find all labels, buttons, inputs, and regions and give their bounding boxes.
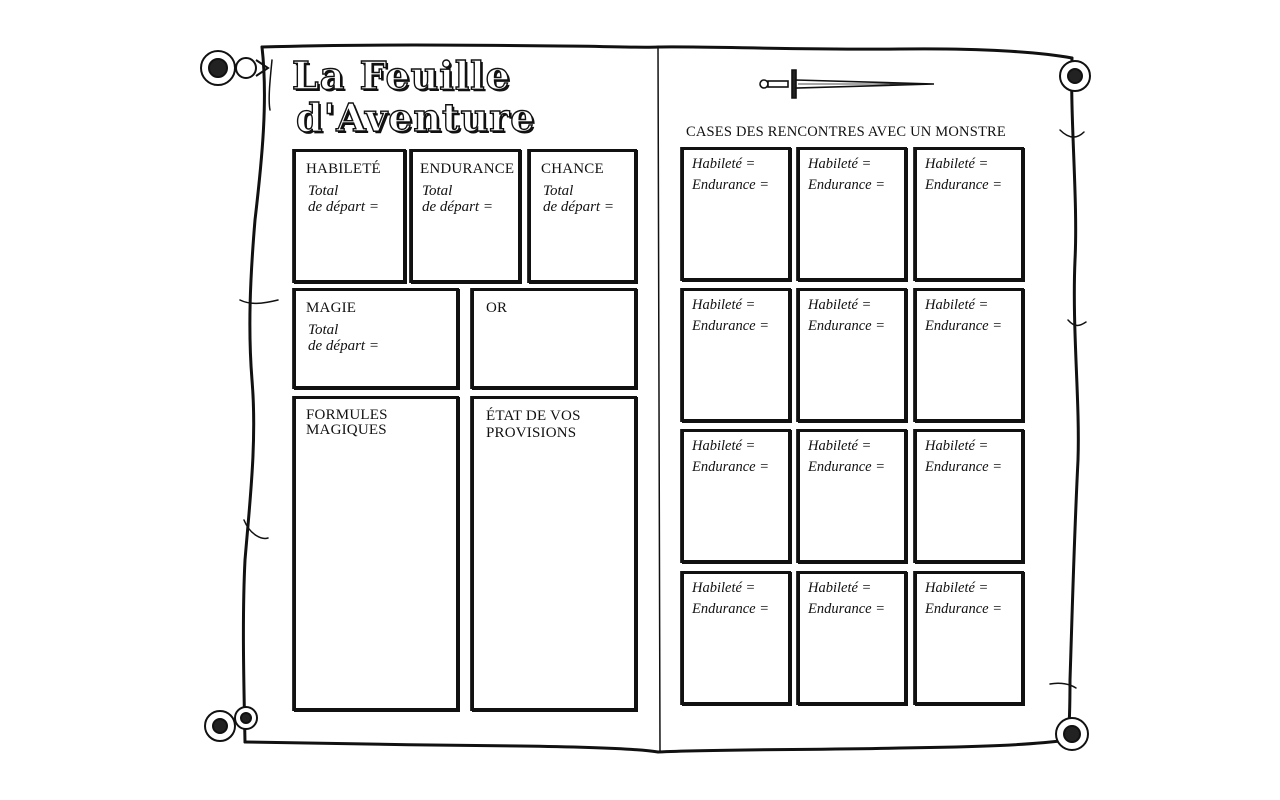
monster-endurance-field: Endurance = [808,601,886,617]
monster-endurance-field: Endurance = [692,177,770,193]
total-start-label: Total de départ = [308,183,379,215]
chance-label: CHANCE [541,161,604,177]
monster-stats-label: Habileté = Endurance = [808,578,885,620]
knot-ornament-icon [200,50,270,86]
monster-stats-label: Habileté = Endurance = [808,154,885,196]
monster-encounter-box[interactable]: Habileté = Endurance = [797,429,907,563]
total-start-label: Total de départ = [308,322,379,354]
monster-endurance-field: Endurance = [925,177,1003,193]
monster-endurance-field: Endurance = [808,318,886,334]
monster-stats-label: Habileté = Endurance = [925,436,1002,478]
monster-stats-label: Habileté = Endurance = [925,578,1002,620]
monster-endurance-field: Endurance = [692,601,770,617]
monster-endurance-field: Endurance = [808,177,886,193]
monster-habilete-field: Habileté = [692,156,756,172]
monster-habilete-field: Habileté = [925,297,989,313]
monster-encounter-box[interactable]: Habileté = Endurance = [681,288,791,422]
monster-encounter-box[interactable]: Habileté = Endurance = [681,429,791,563]
monster-habilete-field: Habileté = [808,156,872,172]
magie-box[interactable]: MAGIE Total de départ = [293,288,459,389]
monster-stats-label: Habileté = Endurance = [925,295,1002,337]
monster-encounter-box[interactable]: Habileté = Endurance = [797,571,907,705]
habilete-box[interactable]: HABILETÉ Total de départ = [293,149,406,283]
knot-ornament-icon [1059,60,1091,92]
or-label: OR [486,300,508,316]
magie-label: MAGIE [306,300,357,316]
monster-encounter-box[interactable]: Habileté = Endurance = [914,429,1024,563]
monster-endurance-field: Endurance = [925,601,1003,617]
monster-stats-label: Habileté = Endurance = [925,154,1002,196]
monster-habilete-field: Habileté = [692,438,756,454]
monster-stats-label: Habileté = Endurance = [692,154,769,196]
monster-stats-label: Habileté = Endurance = [692,578,769,620]
monster-habilete-field: Habileté = [808,438,872,454]
endurance-box[interactable]: ENDURANCE Total de départ = [410,149,521,283]
monster-encounter-heading: CASES DES RENCONTRES AVEC UN MONSTRE [686,124,1006,140]
page-title-line2: d'Aventure [295,95,536,140]
monster-stats-label: Habileté = Endurance = [692,295,769,337]
monster-encounter-box[interactable]: Habileté = Endurance = [914,288,1024,422]
monster-habilete-field: Habileté = [808,297,872,313]
monster-habilete-field: Habileté = [808,580,872,596]
knot-ornament-icon [1055,717,1089,751]
monster-encounter-box[interactable]: Habileté = Endurance = [797,288,907,422]
chance-box[interactable]: CHANCE Total de départ = [528,149,637,283]
formules-magiques-label: FORMULES MAGIQUES [306,407,388,438]
monster-encounter-box[interactable]: Habileté = Endurance = [797,147,907,281]
monster-endurance-field: Endurance = [925,318,1003,334]
monster-encounter-box[interactable]: Habileté = Endurance = [681,571,791,705]
provisions-label: ÉTAT DE VOS PROVISIONS [486,408,581,441]
knot-ornament-icon [204,706,258,742]
habilete-label: HABILETÉ [306,161,381,177]
monster-habilete-field: Habileté = [925,156,989,172]
monster-endurance-field: Endurance = [808,459,886,475]
monster-encounter-box[interactable]: Habileté = Endurance = [681,147,791,281]
page-title-line1: La Feuille [291,53,511,98]
total-start-label: Total de départ = [422,183,493,215]
total-start-label: Total de départ = [543,183,614,215]
monster-endurance-field: Endurance = [692,318,770,334]
monster-endurance-field: Endurance = [925,459,1003,475]
or-box[interactable]: OR [471,288,637,389]
monster-stats-label: Habileté = Endurance = [692,436,769,478]
monster-habilete-field: Habileté = [692,580,756,596]
monster-encounter-box[interactable]: Habileté = Endurance = [914,571,1024,705]
formules-magiques-box[interactable]: FORMULES MAGIQUES [293,396,459,711]
monster-habilete-field: Habileté = [692,297,756,313]
endurance-label: ENDURANCE [420,161,515,177]
provisions-box[interactable]: ÉTAT DE VOS PROVISIONS [471,396,637,711]
monster-stats-label: Habileté = Endurance = [808,436,885,478]
sword-icon [759,69,935,99]
monster-endurance-field: Endurance = [692,459,770,475]
monster-habilete-field: Habileté = [925,438,989,454]
monster-encounter-box[interactable]: Habileté = Endurance = [914,147,1024,281]
monster-stats-label: Habileté = Endurance = [808,295,885,337]
monster-habilete-field: Habileté = [925,580,989,596]
